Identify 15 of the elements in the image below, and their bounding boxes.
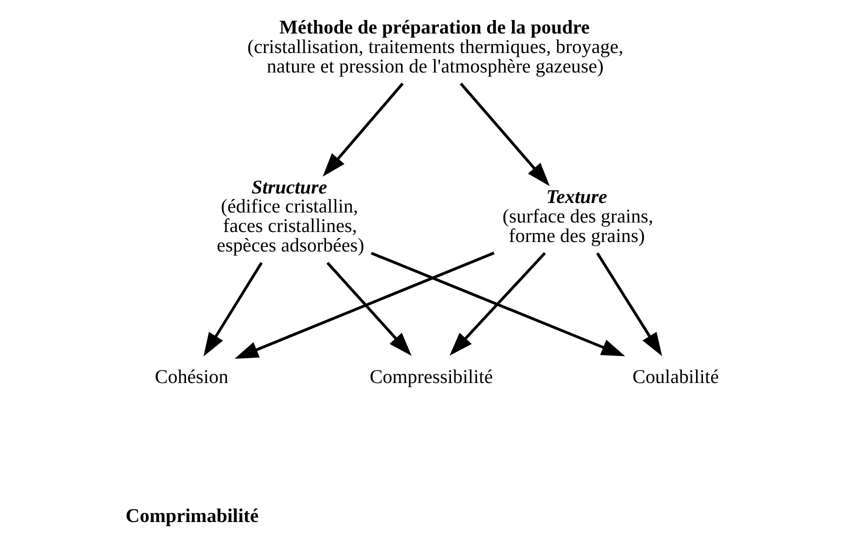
arrow (596, 252, 662, 356)
arrow (449, 252, 546, 356)
arrow (326, 262, 412, 356)
node-text: Coulabilité (632, 367, 718, 388)
node-text: Cohésion (154, 367, 228, 388)
arrow (322, 82, 404, 177)
label: Comprimabilité (125, 506, 258, 528)
node-text: Texture (surface des grains, forme des grains) (502, 187, 653, 247)
arrow (203, 262, 262, 356)
node-text: Compressibilité (369, 367, 492, 388)
node-text: Méthode de préparation de la poudre (cristallisation, traitements thermiques, broyage, nature et pression de l'atmosphère gazeuse) (246, 17, 623, 78)
arrow (370, 252, 625, 356)
arrow (234, 252, 494, 359)
node-text: Structure (édifice cristallin, faces cristallines, espèces adsorbées) (216, 177, 364, 257)
arrow (459, 82, 550, 186)
